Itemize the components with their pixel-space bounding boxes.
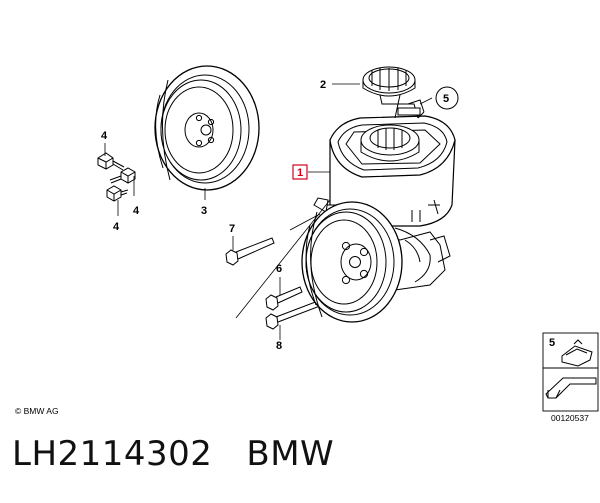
clip-part-5	[397, 107, 421, 116]
bolt-part-4-top	[97, 152, 125, 171]
bolt-part-7	[225, 237, 275, 266]
legend-callout-5: 5	[549, 337, 555, 349]
bolt-part-6	[265, 286, 303, 311]
callout-6: 6	[276, 263, 282, 275]
bolt-part-4-middle	[109, 167, 136, 184]
callout-5-circle	[435, 86, 459, 110]
callout-1-highlight-box	[292, 164, 308, 180]
brand-name: BMW	[246, 434, 335, 474]
callout-2: 2	[320, 79, 326, 91]
pulley-part-3	[154, 65, 260, 191]
reservoir-cap-part-2	[362, 66, 416, 105]
bolt-part-4-lower	[106, 185, 129, 202]
callout-3: 3	[201, 205, 207, 217]
callout-4-right: 4	[133, 205, 140, 217]
legend-clip-icon	[561, 345, 593, 367]
legend-box	[542, 332, 599, 412]
parts-diagram: 2 5 1 3 4 4 4 7 6 8 5 © BMW AG 00120537	[15, 65, 599, 423]
callout-4-lower: 4	[113, 221, 120, 233]
copyright-text: © BMW AG	[15, 406, 59, 416]
document-number: 00120537	[551, 413, 589, 423]
callout-4-top: 4	[101, 130, 108, 142]
leader-lines	[104, 83, 433, 340]
power-steering-pump-part-1	[301, 99, 456, 323]
caption: LH2114302 BMW	[12, 434, 334, 474]
callout-1: 1	[297, 167, 303, 179]
part-number: LH2114302	[12, 434, 213, 474]
callout-7: 7	[229, 223, 235, 235]
callout-5: 5	[443, 93, 449, 105]
callout-8: 8	[276, 340, 282, 352]
